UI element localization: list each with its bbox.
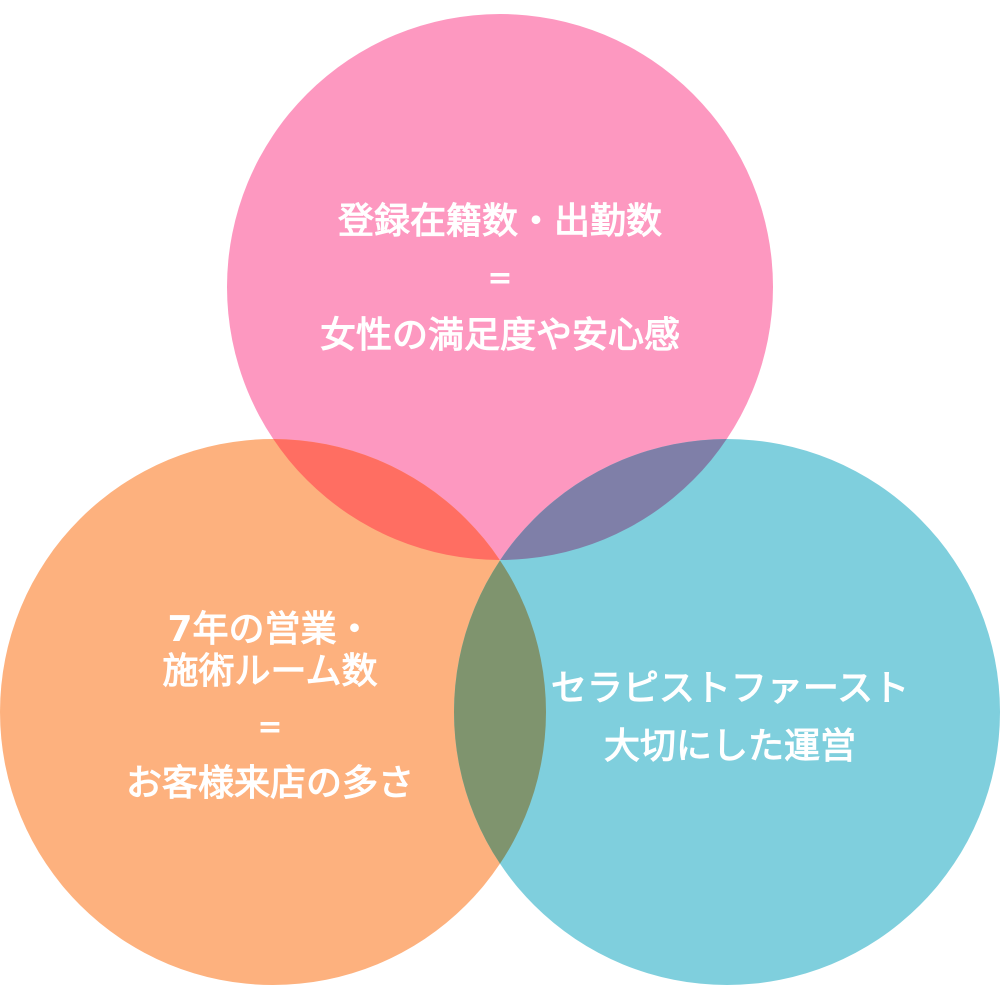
circle-right-line: 大切にした運営 — [603, 726, 856, 767]
circle-right — [454, 439, 1000, 985]
circle-top-line: 登録在籍数・出勤数 — [337, 201, 662, 242]
circle-left-line: 施術ルーム数 — [162, 651, 378, 692]
equals-sign: = — [257, 710, 283, 745]
circle-right-label: セラピストファースト 大切にした運営 — [500, 660, 960, 776]
circle-left — [0, 439, 546, 985]
circle-top-label: 登録在籍数・出勤数 = 女性の満足度や安心感 — [250, 193, 750, 364]
circle-top-line: 女性の満足度や安心感 — [319, 315, 680, 356]
circle-top — [227, 14, 773, 560]
circle-right-line: セラピストファースト — [550, 668, 910, 709]
circle-left-line: お客様来店の多さ — [125, 763, 414, 804]
circle-left-line: 7年の営業・ — [167, 609, 373, 650]
circle-left-label: 7年の営業・ 施術ルーム数 = お客様来店の多さ — [40, 602, 500, 812]
equals-sign: = — [487, 261, 513, 296]
